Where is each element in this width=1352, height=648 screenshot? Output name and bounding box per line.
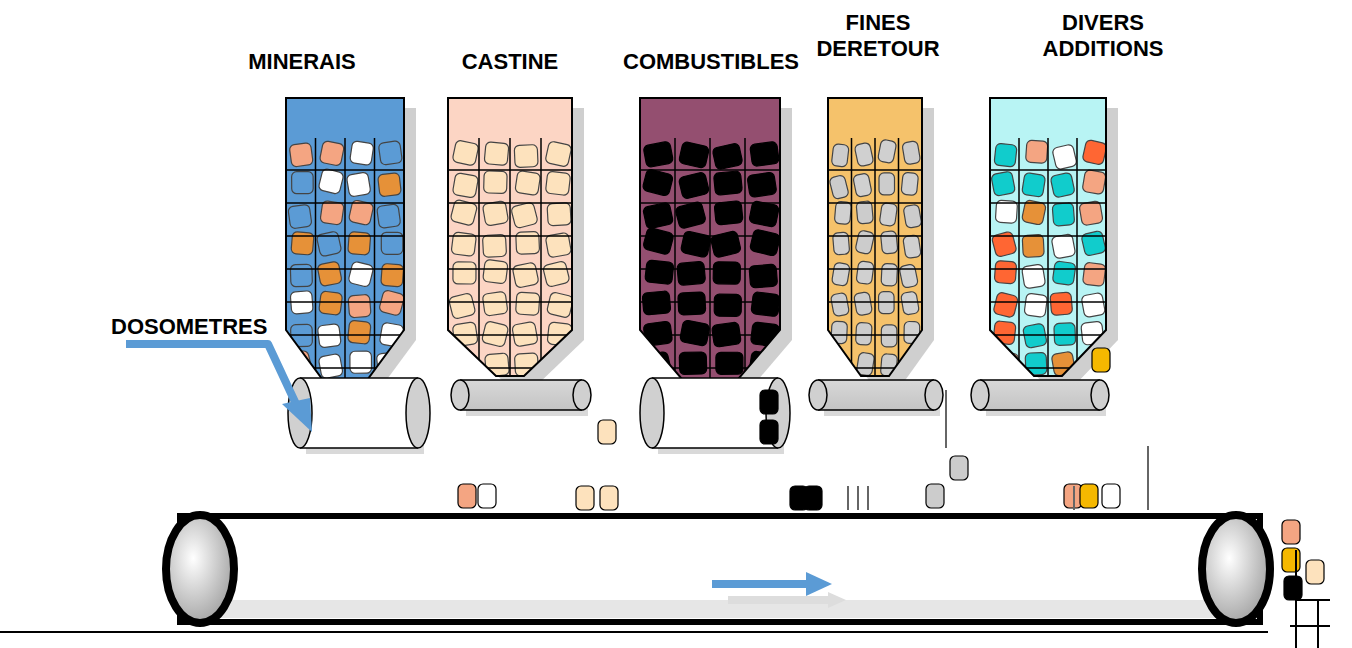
callout-label: DOSOMETRES <box>111 314 261 340</box>
additives-hopper <box>990 98 1118 386</box>
falling-particle <box>950 456 968 480</box>
hopper-shadow <box>460 108 584 386</box>
flow-stroke <box>1147 446 1149 510</box>
hopper-contents <box>448 138 574 377</box>
falling-particle <box>598 420 616 444</box>
falling-particle <box>600 486 618 510</box>
flow-stroke <box>945 390 947 448</box>
falling-particle <box>760 390 778 414</box>
flow-stroke <box>1073 486 1075 510</box>
flow-stroke <box>867 486 869 510</box>
hopper-body <box>286 98 404 410</box>
falling-particle <box>1284 576 1302 600</box>
hopper-heading: DIVERS ADDITIONS <box>1028 10 1178 62</box>
hopper-heading: CASTINE <box>445 49 575 75</box>
dosing-roller <box>640 378 790 454</box>
pointer-arrow <box>126 344 312 432</box>
falling-particle <box>1080 484 1098 508</box>
hopper-shadow <box>298 108 416 420</box>
hopper-contents <box>828 138 922 377</box>
falling-particle <box>1102 484 1120 508</box>
falling-particle <box>576 486 594 510</box>
dosing-roller <box>451 380 591 416</box>
falling-particle <box>1092 348 1110 372</box>
falling-particle <box>1282 548 1300 572</box>
falling-particle <box>760 420 778 444</box>
hopper-contents <box>990 138 1107 376</box>
falling-particle <box>804 486 822 510</box>
hopper-body <box>828 98 922 376</box>
falling-particle <box>1282 520 1300 544</box>
flow-stroke <box>847 486 849 510</box>
conveyor-belt <box>0 515 1270 632</box>
hopper-shadow <box>1002 108 1118 386</box>
dosing-roller <box>809 380 943 416</box>
hopper-heading: MINERAIS <box>232 49 372 75</box>
limestone-hopper <box>448 98 584 386</box>
falling-particle <box>458 484 476 508</box>
hopper-body <box>990 98 1106 376</box>
return-fines-hopper <box>828 98 934 386</box>
dosing-roller <box>971 380 1109 416</box>
hopper-body <box>640 98 780 412</box>
falling-particle <box>478 484 496 508</box>
falling-particle <box>926 484 944 508</box>
falling-particle <box>1306 560 1324 584</box>
discharge-chute <box>1290 550 1330 648</box>
hopper-heading: COMBUSTIBLES <box>606 49 816 75</box>
hopper-body <box>448 98 572 376</box>
flow-stroke <box>857 486 859 510</box>
hopper-heading: FINES DERETOUR <box>814 10 942 62</box>
